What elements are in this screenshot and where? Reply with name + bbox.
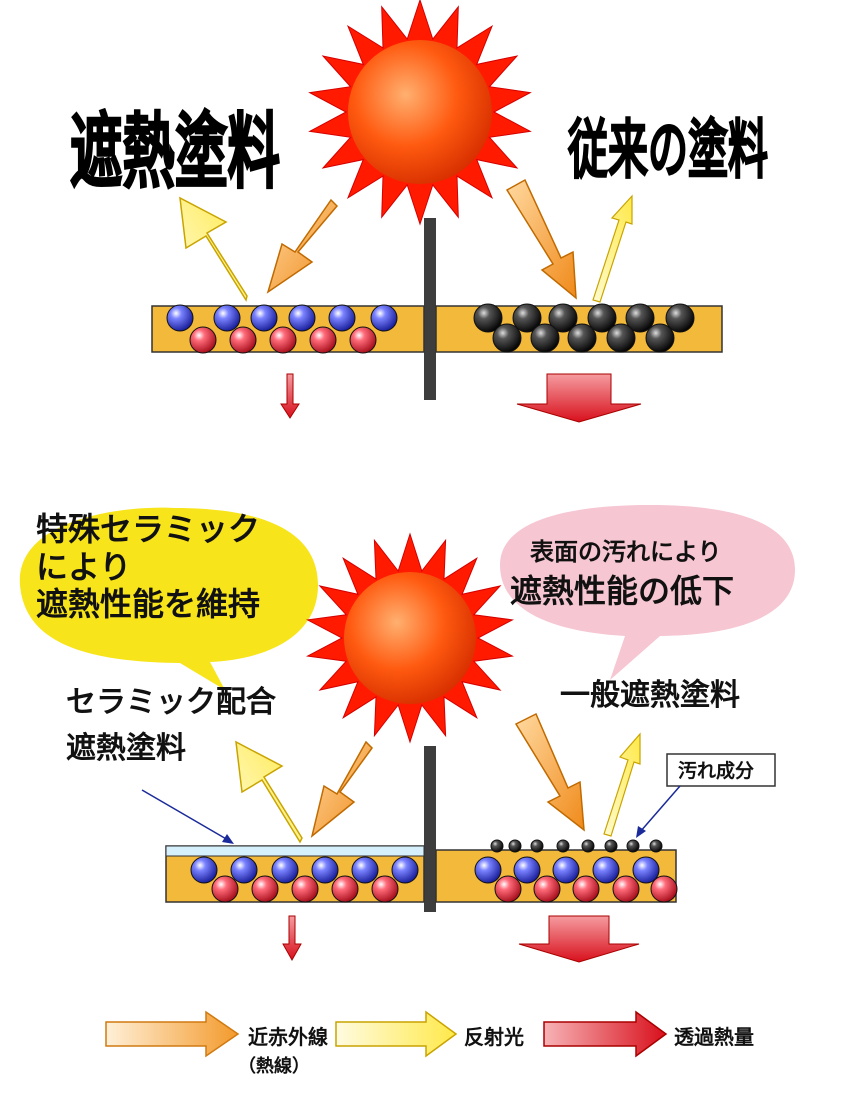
near-ir-arrow-top-right: [507, 180, 576, 298]
divider: [424, 746, 436, 912]
reflected-arrow-top-right: [593, 196, 632, 302]
ceramic-particle-red: [350, 327, 376, 353]
top-right-title: 従来の塗料: [567, 114, 768, 188]
ceramic-particle-red: [292, 876, 318, 902]
legend-near-ir-sub: （熱線）: [238, 1055, 310, 1077]
ceramic-particle-red: [190, 327, 216, 353]
divider: [424, 218, 436, 400]
legend-near-ir: 近赤外線 （熱線）: [106, 1012, 328, 1077]
ceramic-particle-red: [230, 327, 256, 353]
ceramic-coating-label-line2: 遮熱塗料: [66, 731, 186, 766]
bubble-right-line1: 表面の汚れにより: [530, 538, 722, 566]
ceramic-particle-red: [252, 876, 278, 902]
legend-transmitted: 透過熱量: [544, 1012, 754, 1056]
black-pigment-particle: [531, 324, 559, 352]
speech-bubble-right: 表面の汚れにより 遮熱性能の低下: [500, 505, 795, 680]
ceramic-particle-red: [651, 876, 677, 902]
bubble-left-line3: 遮熱性能を維持: [36, 585, 260, 623]
dirt-particle: [627, 840, 639, 852]
ceramic-particle-blue: [593, 857, 619, 883]
legend: 近赤外線 （熱線） 反射光 透過熱量: [106, 1012, 754, 1077]
dirt-particle: [531, 840, 543, 852]
ceramic-particle-red: [534, 876, 560, 902]
ceramic-particle-red: [310, 327, 336, 353]
sun-icon: [310, 0, 531, 224]
transmitted-arrow-top-left: [281, 374, 299, 418]
dirt-particle: [650, 840, 662, 852]
ceramic-particle-blue: [392, 857, 418, 883]
ceramic-particle-red: [573, 876, 599, 902]
legend-reflected-label: 反射光: [464, 1025, 524, 1049]
ceramic-particle-red: [613, 876, 639, 902]
dirt-particle: [557, 840, 569, 852]
ceramic-particle-blue: [514, 857, 540, 883]
ceramic-particle-blue: [329, 305, 355, 331]
ceramic-particle-red: [332, 876, 358, 902]
top-left-title: 遮熱塗料: [70, 105, 280, 200]
near-ir-arrow-top-left: [268, 200, 337, 292]
legend-transmitted-label: 透過熱量: [674, 1025, 754, 1049]
dirt-particle: [509, 840, 521, 852]
ceramic-particle-blue: [214, 305, 240, 331]
ceramic-particle-red: [372, 876, 398, 902]
ceramic-particle-blue: [553, 857, 579, 883]
top-panel: 遮熱塗料 従来の塗料: [70, 0, 768, 422]
ceramic-particle-blue: [352, 857, 378, 883]
near-ir-arrow-bottom-left: [312, 742, 372, 836]
transmitted-arrow-bottom-right: [519, 916, 639, 962]
transmitted-arrow-top-right: [517, 374, 641, 422]
bubble-left-line2: により: [36, 548, 131, 586]
dirt-particle: [582, 840, 594, 852]
transmitted-arrow-bottom-left: [283, 916, 301, 960]
bubble-right-line2: 遮熱性能の低下: [510, 572, 734, 610]
ceramic-particle-blue: [272, 857, 298, 883]
bubble-left-line1: 特殊セラミック: [36, 510, 260, 548]
general-coating-label: 一般遮熱塗料: [560, 678, 740, 713]
ceramic-top-layer: [166, 846, 424, 856]
ceramic-particle-blue: [312, 857, 338, 883]
ceramic-particle-blue: [251, 305, 277, 331]
legend-near-ir-label: 近赤外線: [248, 1025, 328, 1049]
dirt-particle: [605, 840, 617, 852]
ceramic-particle-blue: [475, 857, 501, 883]
ceramic-particle-blue: [191, 857, 217, 883]
black-pigment-particle: [607, 324, 635, 352]
dirt-label-text: 汚れ成分: [678, 759, 754, 782]
speech-bubble-left: 特殊セラミック により 遮熱性能を維持: [20, 508, 318, 690]
bottom-panel: 特殊セラミック により 遮熱性能を維持 表面の汚れにより 遮熱性能の低下 セラミ…: [20, 505, 795, 962]
dirt-label: 汚れ成分: [636, 754, 775, 838]
ceramic-particle-blue: [167, 305, 193, 331]
ceramic-particle-red: [495, 876, 521, 902]
ceramic-layer-pointer: [142, 790, 234, 844]
reflected-arrow-bottom-right: [604, 734, 640, 836]
reflected-arrow-top-left: [180, 198, 247, 300]
dirt-particle: [491, 840, 503, 852]
ceramic-particle-red: [270, 327, 296, 353]
ceramic-coating-label-line1: セラミック配合: [66, 685, 276, 720]
black-pigment-particle: [646, 324, 674, 352]
legend-reflected: 反射光: [336, 1012, 524, 1056]
ceramic-particle-blue: [231, 857, 257, 883]
ceramic-particle-blue: [371, 305, 397, 331]
black-pigment-particle: [493, 324, 521, 352]
reflected-arrow-bottom-left: [236, 742, 302, 842]
ceramic-particle-red: [212, 876, 238, 902]
ceramic-particle-blue: [289, 305, 315, 331]
black-pigment-particle: [568, 324, 596, 352]
sun-icon: [308, 534, 513, 742]
near-ir-arrow-bottom-right: [516, 714, 584, 830]
